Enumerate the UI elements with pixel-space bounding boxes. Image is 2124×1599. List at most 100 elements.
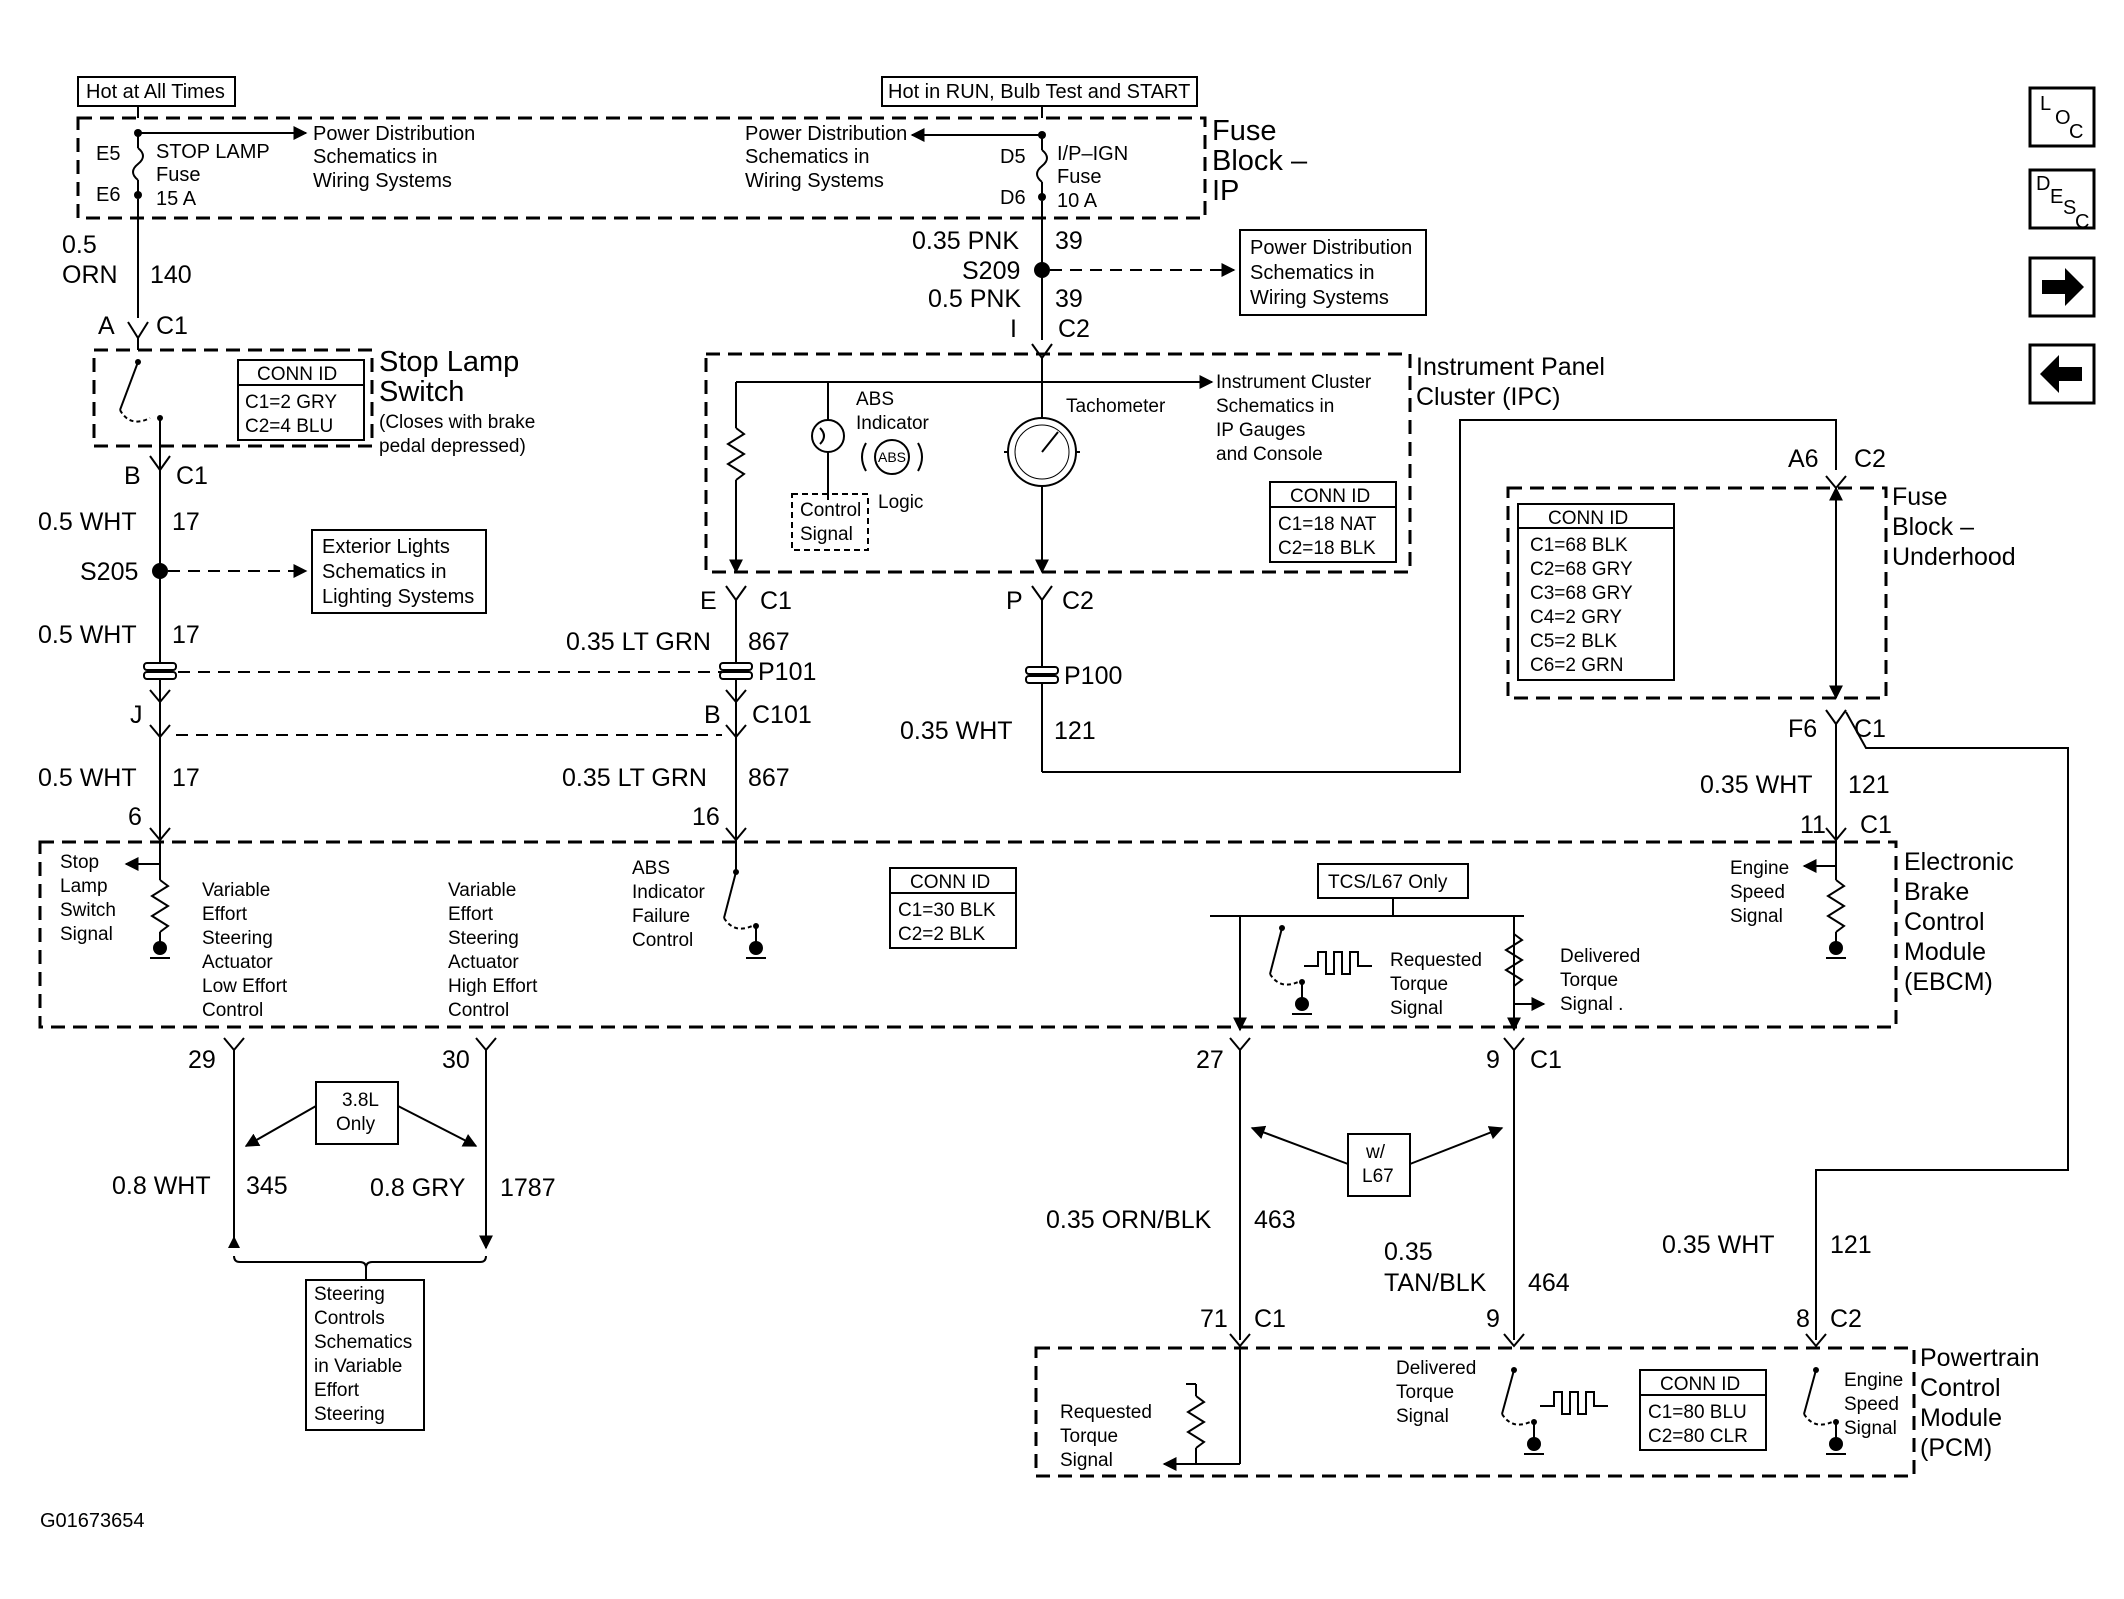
svg-text:Variable: Variable xyxy=(448,880,516,901)
svg-text:C1=2 GRY: C1=2 GRY xyxy=(245,392,337,413)
svg-text:Effort: Effort xyxy=(448,904,494,925)
svg-text:9: 9 xyxy=(1486,1046,1500,1074)
svg-text:C6=2 GRN: C6=2 GRN xyxy=(1530,655,1623,676)
svg-text:1787: 1787 xyxy=(500,1174,556,1202)
svg-text:Control: Control xyxy=(632,930,693,951)
svg-text:ABS: ABS xyxy=(632,858,670,879)
svg-text:C2=68 GRY: C2=68 GRY xyxy=(1530,559,1633,580)
svg-text:CONN ID: CONN ID xyxy=(910,872,990,893)
svg-text:Signal: Signal xyxy=(60,924,113,945)
svg-text:345: 345 xyxy=(246,1172,288,1200)
svg-text:Failure: Failure xyxy=(632,906,690,927)
svg-text:and Console: and Console xyxy=(1216,444,1323,465)
svg-text:15 A: 15 A xyxy=(156,188,197,210)
svg-text:E6: E6 xyxy=(96,184,120,206)
svg-text:Tachometer: Tachometer xyxy=(1066,396,1166,417)
svg-text:S: S xyxy=(2063,197,2076,219)
svg-text:C1: C1 xyxy=(1254,1305,1286,1333)
svg-text:121: 121 xyxy=(1830,1231,1872,1259)
svg-text:C2: C2 xyxy=(1830,1305,1862,1333)
svg-text:Schematics in: Schematics in xyxy=(313,146,438,168)
svg-text:CONN ID: CONN ID xyxy=(257,364,337,385)
svg-text:Only: Only xyxy=(336,1114,376,1135)
ipc-conn-id: CONN ID C1=18 NAT C2=18 BLK xyxy=(1269,481,1397,563)
svg-text:Lighting Systems: Lighting Systems xyxy=(322,586,474,608)
header-hot-at-all-times: Hot at All Times xyxy=(77,76,236,107)
svg-text:Power Distribution: Power Distribution xyxy=(313,123,475,145)
svg-text:Powertrain: Powertrain xyxy=(1920,1344,2040,1372)
steering-section: 3.8L Only 0.8 WHT 345 0.8 GRY 1787 Steer… xyxy=(112,1050,556,1431)
loc-button[interactable]: LOC xyxy=(2028,86,2096,148)
svg-text:C2=4 BLU: C2=4 BLU xyxy=(245,416,333,437)
svg-text:Block –: Block – xyxy=(1212,145,1308,177)
svg-text:P: P xyxy=(1006,587,1023,615)
fuse-block-underhood: A6 C2 Fuse Block – Underhood CONN ID C1=… xyxy=(1506,445,2069,1340)
pcm: 71 C1 9 8 C2 Powertrain Control Module (… xyxy=(1034,1305,2040,1478)
svg-text:Control: Control xyxy=(448,1000,509,1021)
svg-text:IP Gauges: IP Gauges xyxy=(1216,420,1305,441)
svg-text:C2: C2 xyxy=(1062,587,1094,615)
svg-text:A6: A6 xyxy=(1788,445,1819,473)
svg-text:0.35 WHT: 0.35 WHT xyxy=(1662,1231,1775,1259)
svg-text:Wiring Systems: Wiring Systems xyxy=(1250,287,1389,309)
svg-text:Variable: Variable xyxy=(202,880,270,901)
svg-text:C1=80 BLU: C1=80 BLU xyxy=(1648,1402,1747,1423)
svg-text:Schematics in: Schematics in xyxy=(1216,396,1334,417)
svg-text:C2: C2 xyxy=(1058,315,1090,343)
forward-button[interactable] xyxy=(2028,256,2096,318)
svg-text:Requested: Requested xyxy=(1390,950,1482,971)
svg-text:ABS: ABS xyxy=(856,389,894,410)
pcm-conn-id: CONN ID C1=80 BLU C2=80 CLR xyxy=(1639,1369,1767,1451)
svg-text:E: E xyxy=(700,587,717,615)
svg-text:0.5 WHT: 0.5 WHT xyxy=(38,764,137,792)
svg-text:in Variable: in Variable xyxy=(314,1356,402,1377)
svg-text:Controls: Controls xyxy=(314,1308,385,1329)
svg-text:Wiring Systems: Wiring Systems xyxy=(313,170,452,192)
svg-text:10 A: 10 A xyxy=(1057,190,1098,212)
fuse-block-ip: Fuse Block – IP E5 E6 STOP LAMP Fuse 15 … xyxy=(76,106,1308,220)
svg-text:C2: C2 xyxy=(1854,445,1886,473)
svg-text:9: 9 xyxy=(1486,1305,1500,1333)
svg-text:Wiring Systems: Wiring Systems xyxy=(745,170,884,192)
svg-text:121: 121 xyxy=(1848,771,1890,799)
instrument-panel-cluster: Instrument Panel Cluster (IPC) Instrumen… xyxy=(700,352,1605,615)
svg-text:Effort: Effort xyxy=(314,1380,360,1401)
svg-text:B: B xyxy=(704,701,721,729)
svg-text:CONN ID: CONN ID xyxy=(1660,1374,1740,1395)
svg-text:0.35 LT GRN: 0.35 LT GRN xyxy=(566,628,711,656)
ebcm: Electronic Brake Control Module (EBCM) S… xyxy=(38,827,2014,1074)
svg-text:0.35: 0.35 xyxy=(1384,1238,1433,1266)
underhood-conn-id: CONN ID C1=68 BLK C2=68 GRY C3=68 GRY C4… xyxy=(1517,503,1675,681)
svg-text:C1: C1 xyxy=(176,462,208,490)
svg-text:29: 29 xyxy=(188,1046,216,1074)
svg-text:Underhood: Underhood xyxy=(1892,543,2016,571)
svg-text:Brake: Brake xyxy=(1904,878,1969,906)
svg-text:3.8L: 3.8L xyxy=(342,1090,379,1111)
svg-text:6: 6 xyxy=(128,803,142,831)
svg-text:Signal: Signal xyxy=(1396,1406,1449,1427)
svg-text:Actuator: Actuator xyxy=(448,952,519,973)
exterior-lights-box: Exterior Lights Schematics in Lighting S… xyxy=(311,529,487,614)
svg-text:C: C xyxy=(2075,211,2089,233)
svg-text:Cluster (IPC): Cluster (IPC) xyxy=(1416,383,1560,411)
svg-text:Hot in RUN, Bulb Test and STAR: Hot in RUN, Bulb Test and START xyxy=(888,81,1190,103)
svg-text:D6: D6 xyxy=(1000,187,1026,209)
w-l67-note: w/ L67 xyxy=(1347,1133,1411,1197)
svg-text:Hot at All Times: Hot at All Times xyxy=(86,81,225,103)
svg-text:Stop: Stop xyxy=(60,852,99,873)
3-8l-only-note: 3.8L Only xyxy=(315,1081,399,1145)
power-distribution-box: Power Distribution Schematics in Wiring … xyxy=(1239,229,1427,316)
back-button[interactable] xyxy=(2028,343,2096,405)
svg-text:ABS: ABS xyxy=(878,449,906,465)
svg-text:Control: Control xyxy=(1904,908,1985,936)
svg-text:867: 867 xyxy=(748,764,790,792)
svg-text:S205: S205 xyxy=(80,558,138,586)
svg-text:0.5 WHT: 0.5 WHT xyxy=(38,508,137,536)
svg-text:Instrument Panel: Instrument Panel xyxy=(1416,353,1605,381)
svg-text:Control: Control xyxy=(202,1000,263,1021)
svg-text:867: 867 xyxy=(748,628,790,656)
svg-text:E5: E5 xyxy=(96,143,120,165)
svg-text:C1: C1 xyxy=(1530,1046,1562,1074)
